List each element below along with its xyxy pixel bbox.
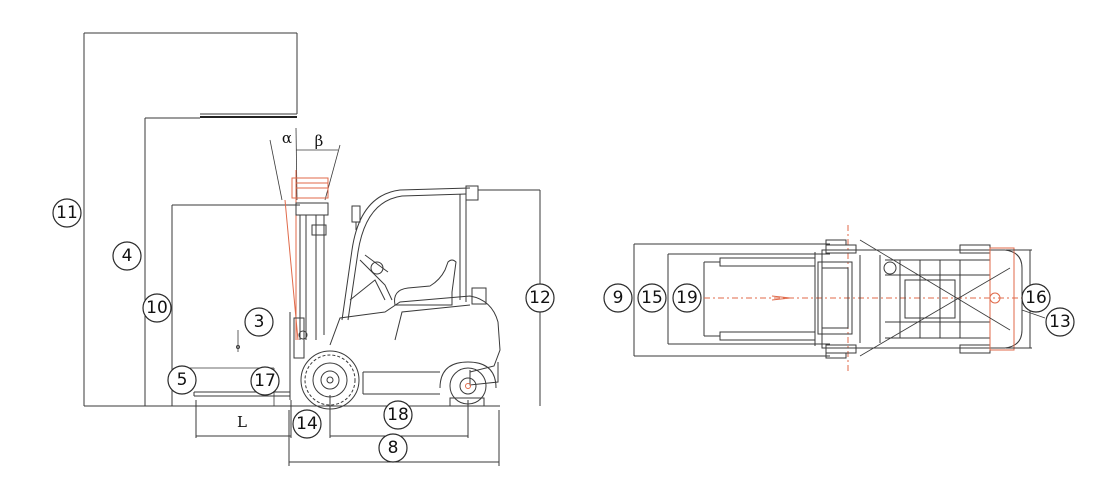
fork-length-label: L — [237, 413, 247, 431]
callout-9: 9 — [603, 283, 633, 313]
callout-12: 12 — [525, 283, 555, 313]
angle-alpha-label: α — [282, 129, 292, 147]
dimension-max-height — [83, 32, 298, 406]
svg-text:19: 19 — [676, 288, 698, 308]
side-view: α β L 11 4 10 3 5 17 12 14 18 8 — [52, 32, 555, 466]
truck-top-outline — [817, 239, 1046, 359]
svg-text:18: 18 — [387, 405, 409, 425]
overhead-guard — [341, 185, 479, 321]
tilt-angle-lines — [269, 127, 341, 341]
angle-beta-label: β — [315, 132, 324, 150]
front-wheel — [300, 350, 360, 410]
dimension-lift-height — [144, 117, 200, 406]
callout-10: 10 — [142, 293, 172, 323]
callout-17: 17 — [250, 366, 280, 396]
dimension-fork-length — [195, 400, 292, 438]
svg-text:17: 17 — [254, 371, 276, 391]
callout-14: 14 — [292, 409, 322, 439]
callout-8: 8 — [378, 433, 408, 463]
forks-top — [719, 252, 816, 346]
callout-11: 11 — [52, 198, 82, 228]
callout-3: 3 — [244, 307, 274, 337]
top-view: 9 15 19 16 13 — [603, 225, 1075, 372]
svg-text:5: 5 — [177, 370, 188, 390]
svg-text:12: 12 — [529, 288, 551, 308]
svg-text:3: 3 — [254, 312, 265, 332]
callout-13: 13 — [1045, 307, 1075, 337]
rear-wheel — [439, 361, 497, 407]
svg-text:4: 4 — [122, 246, 133, 266]
svg-text:9: 9 — [613, 288, 624, 308]
callout-15: 15 — [637, 283, 667, 313]
callout-18: 18 — [383, 400, 413, 430]
svg-text:14: 14 — [296, 414, 318, 434]
truck-body — [329, 287, 501, 395]
svg-text:13: 13 — [1049, 312, 1071, 332]
mast — [293, 202, 329, 359]
operator-seat — [349, 254, 457, 306]
callout-19: 19 — [672, 283, 702, 313]
direction-arrow — [771, 295, 791, 301]
callout-4: 4 — [112, 241, 142, 271]
dimension-widths — [633, 243, 830, 357]
svg-text:15: 15 — [641, 288, 663, 308]
svg-text:8: 8 — [388, 438, 399, 458]
callout-5: 5 — [167, 365, 197, 395]
callout-16: 16 — [1021, 283, 1051, 313]
svg-text:11: 11 — [56, 203, 78, 223]
svg-text:10: 10 — [146, 298, 168, 318]
svg-text:16: 16 — [1025, 288, 1047, 308]
